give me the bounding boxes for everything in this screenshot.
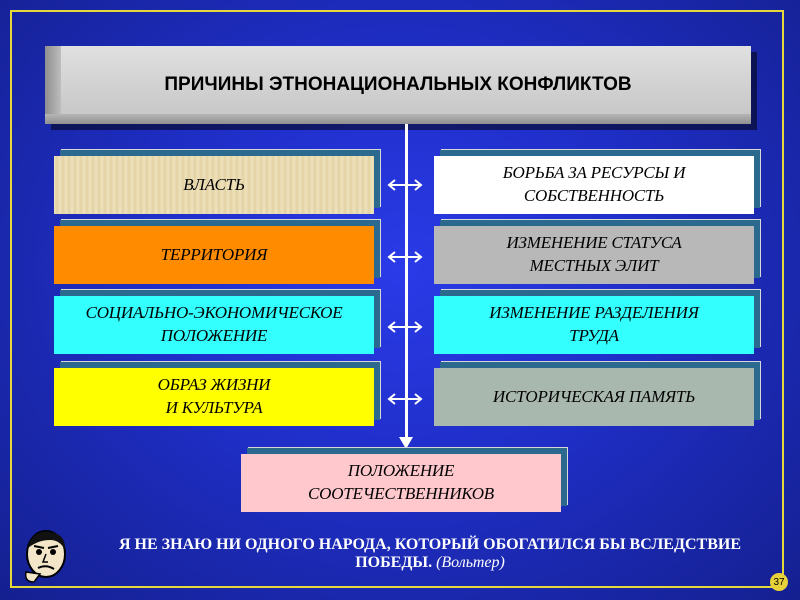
cause-box-resources: БОРЬБА ЗА РЕСУРСЫ И СОБСТВЕННОСТЬ <box>434 156 754 214</box>
quote: Я НЕ ЗНАЮ НИ ОДНОГО НАРОДА, КОТОРЫЙ ОБОГ… <box>80 536 780 573</box>
quote-text: Я НЕ ЗНАЮ НИ ОДНОГО НАРОДА, КОТОРЫЙ ОБОГ… <box>119 536 741 571</box>
double-arrow-icon <box>386 250 424 264</box>
double-arrow-icon <box>386 320 424 334</box>
cause-box-lifestyle: ОБРАЗ ЖИЗНИ И КУЛЬТУРА <box>54 368 374 426</box>
cause-box-historical-memory: ИСТОРИЧЕСКАЯ ПАМЯТЬ <box>434 368 754 426</box>
vertical-arrow-head <box>399 437 413 449</box>
cause-label: СОЦИАЛЬНО-ЭКОНОМИЧЕСКОЕ ПОЛОЖЕНИЕ <box>86 302 343 348</box>
title-box: ПРИЧИНЫ ЭТНОНАЦИОНАЛЬНЫХ КОНФЛИКТОВ <box>45 46 751 124</box>
cause-label: ТЕРРИТОРИЯ <box>161 244 267 267</box>
cause-box-territory: ТЕРРИТОРИЯ <box>54 226 374 284</box>
slide-title: ПРИЧИНЫ ЭТНОНАЦИОНАЛЬНЫХ КОНФЛИКТОВ <box>164 74 631 96</box>
cause-label: ОБРАЗ ЖИЗНИ И КУЛЬТУРА <box>158 374 271 420</box>
cause-label: ПОЛОЖЕНИЕ СООТЕЧЕСТВЕННИКОВ <box>308 460 494 506</box>
cause-label: ИЗМЕНЕНИЕ СТАТУСА МЕСТНЫХ ЭЛИТ <box>506 232 681 278</box>
cause-label: ИЗМЕНЕНИЕ РАЗДЕЛЕНИЯ ТРУДА <box>489 302 698 348</box>
cause-box-compatriots: ПОЛОЖЕНИЕ СООТЕЧЕСТВЕННИКОВ <box>241 454 561 512</box>
cause-label: ВЛАСТЬ <box>183 174 244 197</box>
cause-box-power: ВЛАСТЬ <box>54 156 374 214</box>
double-arrow-icon <box>386 392 424 406</box>
double-arrow-icon <box>386 178 424 192</box>
cause-box-elite-status: ИЗМЕНЕНИЕ СТАТУСА МЕСТНЫХ ЭЛИТ <box>434 226 754 284</box>
page-number: 37 <box>770 573 788 591</box>
cause-label: БОРЬБА ЗА РЕСУРСЫ И СОБСТВЕННОСТЬ <box>503 162 686 208</box>
cause-box-division-of-labor: ИЗМЕНЕНИЕ РАЗДЕЛЕНИЯ ТРУДА <box>434 296 754 354</box>
cause-label: ИСТОРИЧЕСКАЯ ПАМЯТЬ <box>493 386 695 409</box>
quote-author: (Вольтер) <box>436 554 505 571</box>
cause-box-socioeconomic: СОЦИАЛЬНО-ЭКОНОМИЧЕСКОЕ ПОЛОЖЕНИЕ <box>54 296 374 354</box>
thinking-face-icon <box>20 528 72 584</box>
